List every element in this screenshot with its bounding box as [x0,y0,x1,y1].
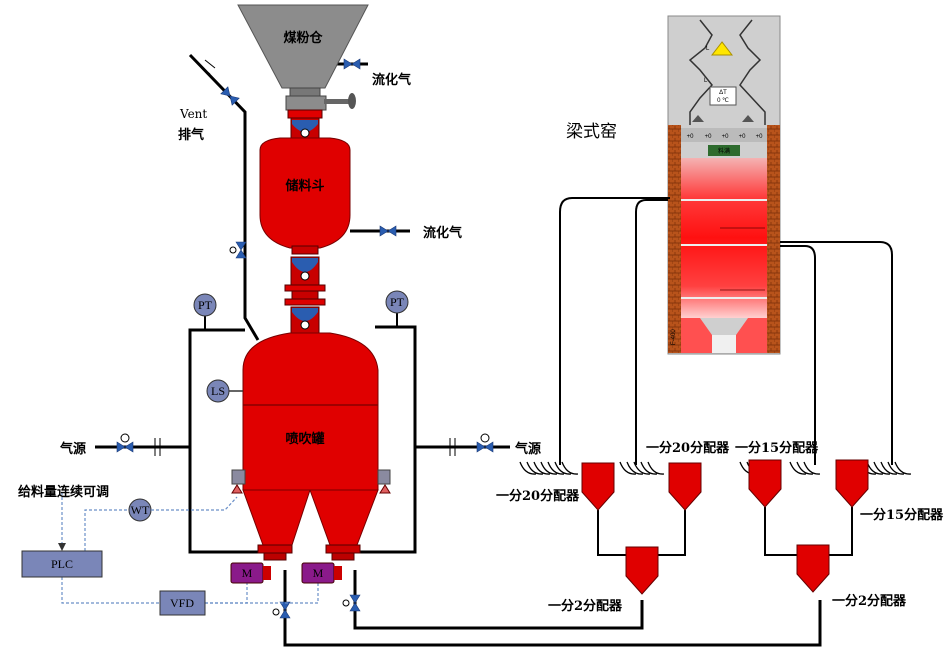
svg-text:料满: 料满 [718,147,730,155]
ls-sensor: LS [206,379,243,403]
splitter-15-right [835,459,869,508]
rotary-valve-top [287,109,323,141]
kiln-panel: L L ΔT 0 ℃ +0 +0 +0 +0 +0 料满 F-400 [667,15,781,355]
valves [116,58,494,619]
gas-source-left-label: 气源 [60,441,86,457]
svg-text:+0: +0 [687,134,695,140]
splitter-2-right-label: 一分2分配器 [832,593,907,609]
splitter-15-right-label: 一分15分配器 [860,507,944,523]
lock-hopper [259,137,351,255]
svg-text:+0: +0 [722,134,730,140]
motor-right: M [301,562,342,584]
fluidizing-gas-mid-label: 流化气 [423,225,462,241]
kiln-feed-lines [559,197,893,465]
splitter-lines [597,507,853,556]
splitter-15-top-label: 一分15分配器 [735,440,819,456]
splitter-2-right [796,544,830,593]
splitter-20-right [668,462,702,511]
svg-text:PLC: PLC [51,557,73,571]
svg-text:PT: PT [198,298,213,312]
motor-left: M [230,562,271,584]
coal-bin-label: 煤粉仓 [283,30,323,46]
rotary-valves-mid [284,256,326,334]
hoses-left-20 [519,461,579,475]
kiln-label: 梁式窑 [566,122,617,142]
coal-bin [237,4,369,111]
blow-tank-label: 喷吹罐 [285,431,324,447]
fluidizing-gas-top-label: 流化气 [372,72,411,88]
lock-hopper-label: 储料斗 [284,178,324,194]
vent-en-label: Vent [179,107,207,121]
svg-text:0 ℃: 0 ℃ [717,98,729,104]
splitter-20-left [581,462,615,511]
vent-cn-label: 排气 [178,127,204,143]
plc-box: PLC [21,550,103,578]
vfd-box: VFD [159,590,206,616]
svg-text:VFD: VFD [170,596,194,610]
gas-source-right-label: 气源 [515,441,541,457]
svg-text:ΔT: ΔT [719,90,727,96]
splitter-20-left-label: 一分20分配器 [496,488,580,504]
svg-text:+0: +0 [756,134,764,140]
svg-text:M: M [313,566,324,580]
splitter-20-top-label: 一分20分配器 [646,440,730,456]
splitter-2-left [625,546,659,595]
svg-text:WT: WT [131,503,150,517]
svg-text:+0: +0 [739,134,747,140]
splitter-15-left [748,459,782,508]
blow-tank [231,332,391,561]
signal-lines [58,492,319,604]
svg-text:M: M [242,566,253,580]
pt-left: PT [193,293,217,317]
svg-text:PT: PT [390,295,405,309]
svg-text:L: L [706,46,710,52]
wt-sensor: WT [128,498,152,522]
pt-right: PT [385,290,409,314]
svg-text:+0: +0 [705,134,713,140]
splitter-2-left-label: 一分2分配器 [548,598,623,614]
hoses-right-20 [619,461,665,475]
svg-text:L: L [704,78,708,84]
feed-control-label: 给料量连续可调 [18,484,109,500]
svg-text:F-400: F-400 [671,329,677,345]
kiln-readings: +0 +0 +0 +0 +0 [687,134,764,140]
svg-text:LS: LS [211,384,225,398]
hoses-right-15 [859,461,912,475]
